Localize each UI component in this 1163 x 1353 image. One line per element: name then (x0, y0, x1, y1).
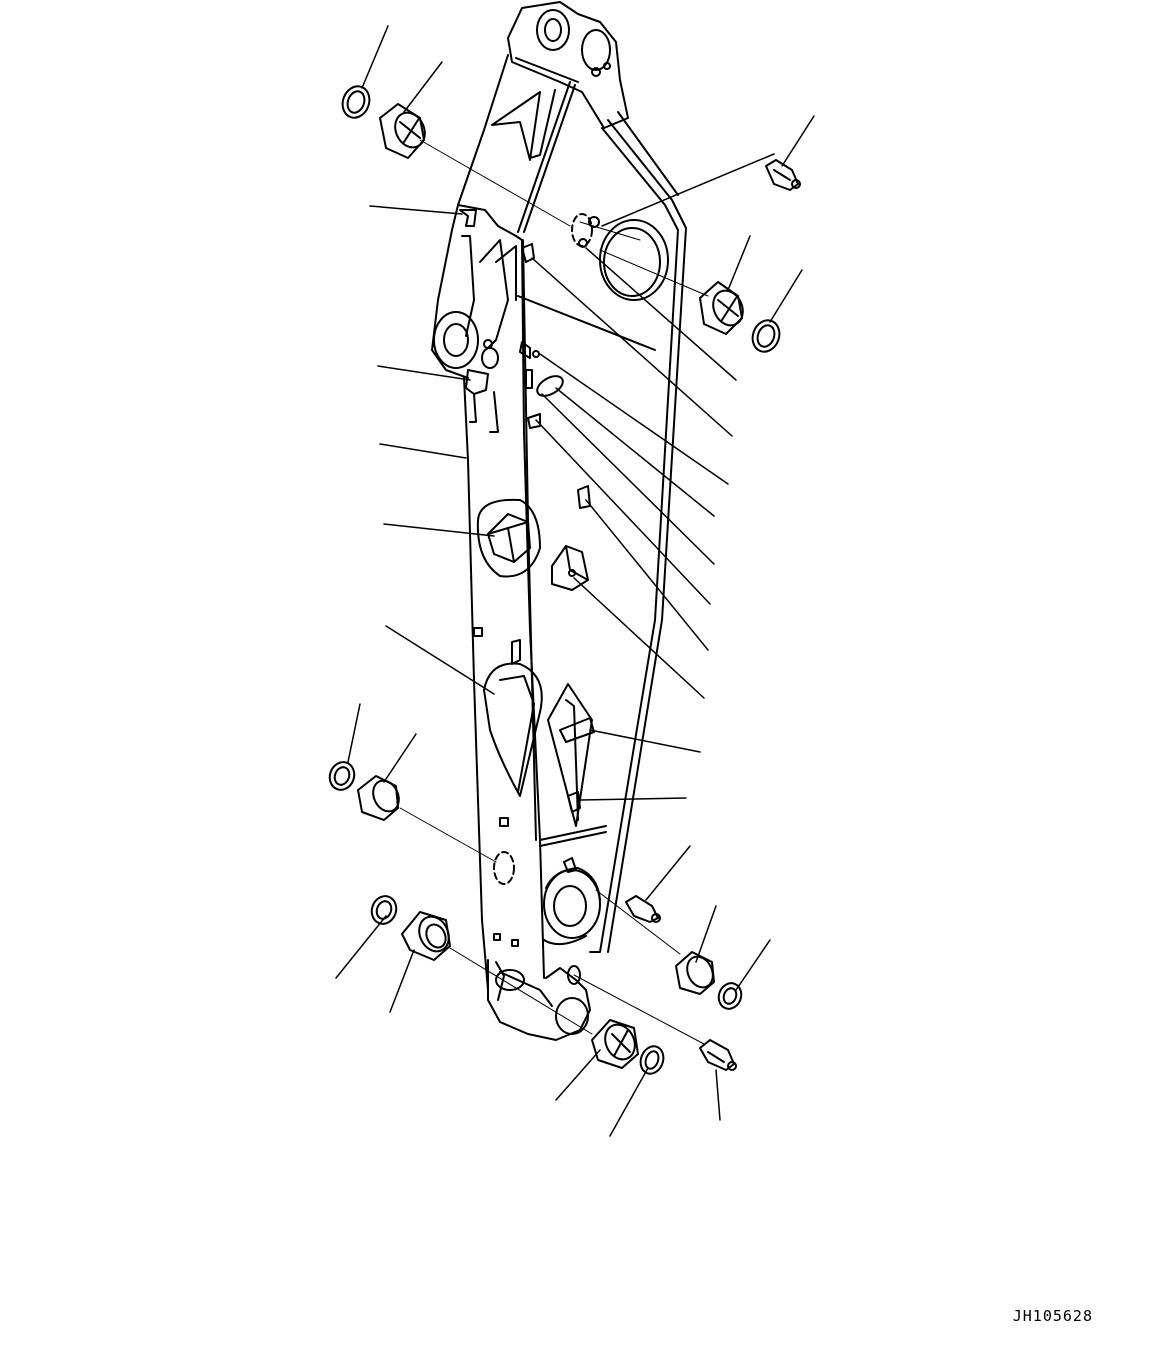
assembly-centerlines (399, 139, 709, 1045)
seal-ring-icon (751, 319, 781, 353)
grease-fitting-icon (699, 1039, 737, 1071)
arm-boss-upper (599, 219, 669, 301)
bushing-icon (591, 1019, 639, 1069)
arm-structure (431, 1, 687, 1041)
seal-ring-icon (639, 1045, 665, 1075)
drawing-id-label: JH105628 (1012, 1307, 1093, 1325)
grease-fitting-icon (625, 895, 661, 923)
bushing-icon (699, 281, 744, 335)
grease-fitting-icon (765, 159, 801, 191)
bushing-icon (379, 103, 426, 159)
bushing-icon (357, 775, 400, 821)
seal-ring-icon (717, 982, 743, 1010)
leader-lines (335, 25, 815, 1137)
seal-ring-icon (370, 895, 398, 925)
grease-fitting-icon (578, 216, 600, 248)
seal-ring-icon (328, 761, 356, 791)
pin-hole-outline (493, 851, 515, 885)
seal-ring-icon (341, 85, 371, 119)
bushing-icon (675, 951, 715, 995)
bushing-icon (401, 911, 451, 961)
